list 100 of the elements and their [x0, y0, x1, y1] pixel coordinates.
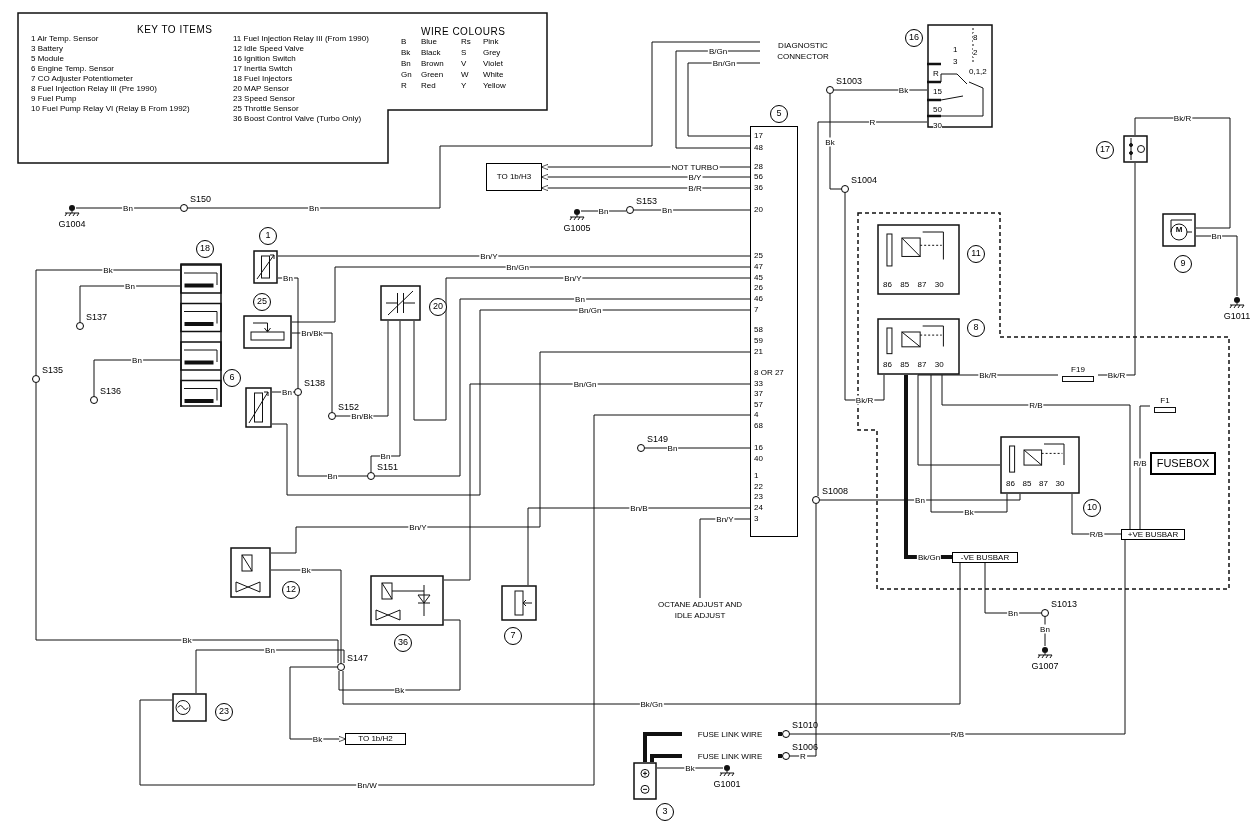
callout-number: 3	[656, 803, 674, 821]
wire-colour-label: Bk/R	[1106, 370, 1127, 380]
splice-label: S1006	[792, 741, 819, 754]
wire-colour-label: Bn/B	[629, 503, 649, 513]
splice-label: S137	[86, 311, 108, 324]
wire	[277, 277, 299, 389]
pin-number: 57	[754, 400, 763, 409]
wire	[413, 277, 751, 421]
wire	[941, 374, 1131, 530]
wire	[675, 50, 761, 149]
wire-colour-label: Bn	[666, 443, 679, 453]
key-item: 9 Fuel Pump	[31, 94, 78, 104]
wire	[833, 89, 928, 91]
pin-number: 40	[754, 454, 763, 463]
pin-number: 86	[883, 279, 892, 291]
wire-colour-label: Bn/Y	[563, 273, 583, 283]
callout-number: 25	[253, 293, 271, 311]
wire	[844, 192, 885, 401]
pin-number: 47	[754, 262, 763, 271]
colour-code: Y	[461, 80, 468, 91]
pin-number: 26	[754, 283, 763, 292]
pin-number: 1	[754, 471, 759, 480]
wire	[580, 210, 627, 212]
splice-label: S153	[636, 195, 658, 208]
wire	[650, 754, 682, 762]
switch-terminal: R	[933, 69, 939, 78]
wire-colour-label: Bk	[824, 137, 836, 146]
wire-colour-label: Bn/Gn	[711, 58, 737, 68]
pin-number: 85	[900, 279, 910, 291]
key-item: 20 MAP Sensor	[233, 84, 290, 94]
switch-terminal: 0,1,2	[969, 67, 987, 76]
key-item: 12 Idle Speed Valve	[233, 44, 305, 54]
callout-number: 11	[967, 245, 985, 263]
pin-number: 17	[754, 131, 763, 140]
callout-number: 9	[1174, 255, 1192, 273]
wire-colour-label: B/Y	[687, 172, 703, 182]
wire-colour-label: Bn	[124, 281, 136, 291]
pin-number: 56	[754, 172, 763, 181]
wire	[643, 732, 682, 762]
adjust-label: OCTANE ADJUST AND IDLE ADJUST	[656, 599, 744, 621]
callout-number: 17	[1096, 141, 1114, 159]
wire-colour-label: Bn/Bk	[350, 411, 374, 421]
wire-colour-label: Bk/R	[1172, 113, 1193, 123]
splice-label: S151	[377, 461, 399, 474]
wire-colour-label: Bn/Gn	[505, 262, 530, 272]
wire	[1195, 235, 1238, 297]
pin-number: 87	[917, 279, 927, 291]
callout-number: 8	[967, 319, 985, 337]
splice-label: S150	[190, 193, 212, 206]
wire	[789, 503, 817, 757]
switch-terminal: 2	[973, 48, 978, 57]
wire	[297, 395, 368, 477]
colour-code: Red	[421, 80, 437, 91]
callout-number: 5	[770, 105, 788, 123]
pin-number: 28	[754, 162, 763, 171]
splice-label: S152	[338, 401, 360, 414]
wire-colour-label: Bn	[264, 645, 276, 655]
wire-colour-label: Bn	[326, 471, 339, 481]
wire	[35, 382, 339, 664]
fuse-label: F19	[1070, 364, 1086, 376]
colour-code: Rs	[461, 36, 472, 47]
pin-number: 4	[754, 410, 759, 419]
pin-number: 86	[1006, 478, 1015, 490]
splice-label: S138	[304, 377, 326, 390]
pin-number: 36	[754, 183, 763, 192]
pin-number: 86	[883, 359, 892, 371]
wire-colour-label: Bn	[379, 451, 392, 461]
ground-label: G1007	[1030, 660, 1060, 673]
splice-label: S135	[42, 364, 64, 377]
colour-code: Yellow	[483, 80, 507, 91]
ground-label: G1001	[712, 778, 742, 791]
wire-colour-label: Bn	[282, 273, 294, 283]
callout-number: 6	[223, 369, 241, 387]
pin-number: 68	[754, 421, 763, 430]
splice-label: S1008	[822, 485, 849, 498]
splice-label: S1013	[1051, 598, 1078, 611]
wire-colour-label: Bn/Y	[408, 522, 428, 532]
wire-colour-label: NOT TURBO	[670, 162, 720, 172]
wire	[370, 320, 401, 473]
callout-number: 16	[905, 29, 923, 47]
key-title: KEY TO ITEMS	[137, 24, 213, 35]
wire	[778, 754, 782, 758]
wire-colour-label: R/B	[949, 729, 966, 739]
wire	[778, 732, 782, 736]
wire	[289, 666, 347, 743]
wire-colour-label: B/Gn	[707, 46, 729, 56]
wire	[644, 447, 751, 449]
ground-label: G1004	[57, 218, 87, 231]
wire-colour-label: Bk/R	[854, 395, 875, 405]
colour-code: Bk	[401, 47, 412, 58]
pin-number: 8 OR 27	[754, 368, 784, 377]
pin-number: 16	[754, 443, 763, 452]
pin-number: 30	[934, 359, 944, 371]
wire-colour-label: Bk	[300, 565, 312, 575]
wire	[338, 619, 461, 691]
callout-number: 7	[504, 627, 522, 645]
wire-colour-label: Bn	[131, 355, 143, 365]
wire	[1139, 405, 1151, 530]
wire	[93, 359, 181, 397]
switch-terminal: 8	[973, 33, 978, 42]
